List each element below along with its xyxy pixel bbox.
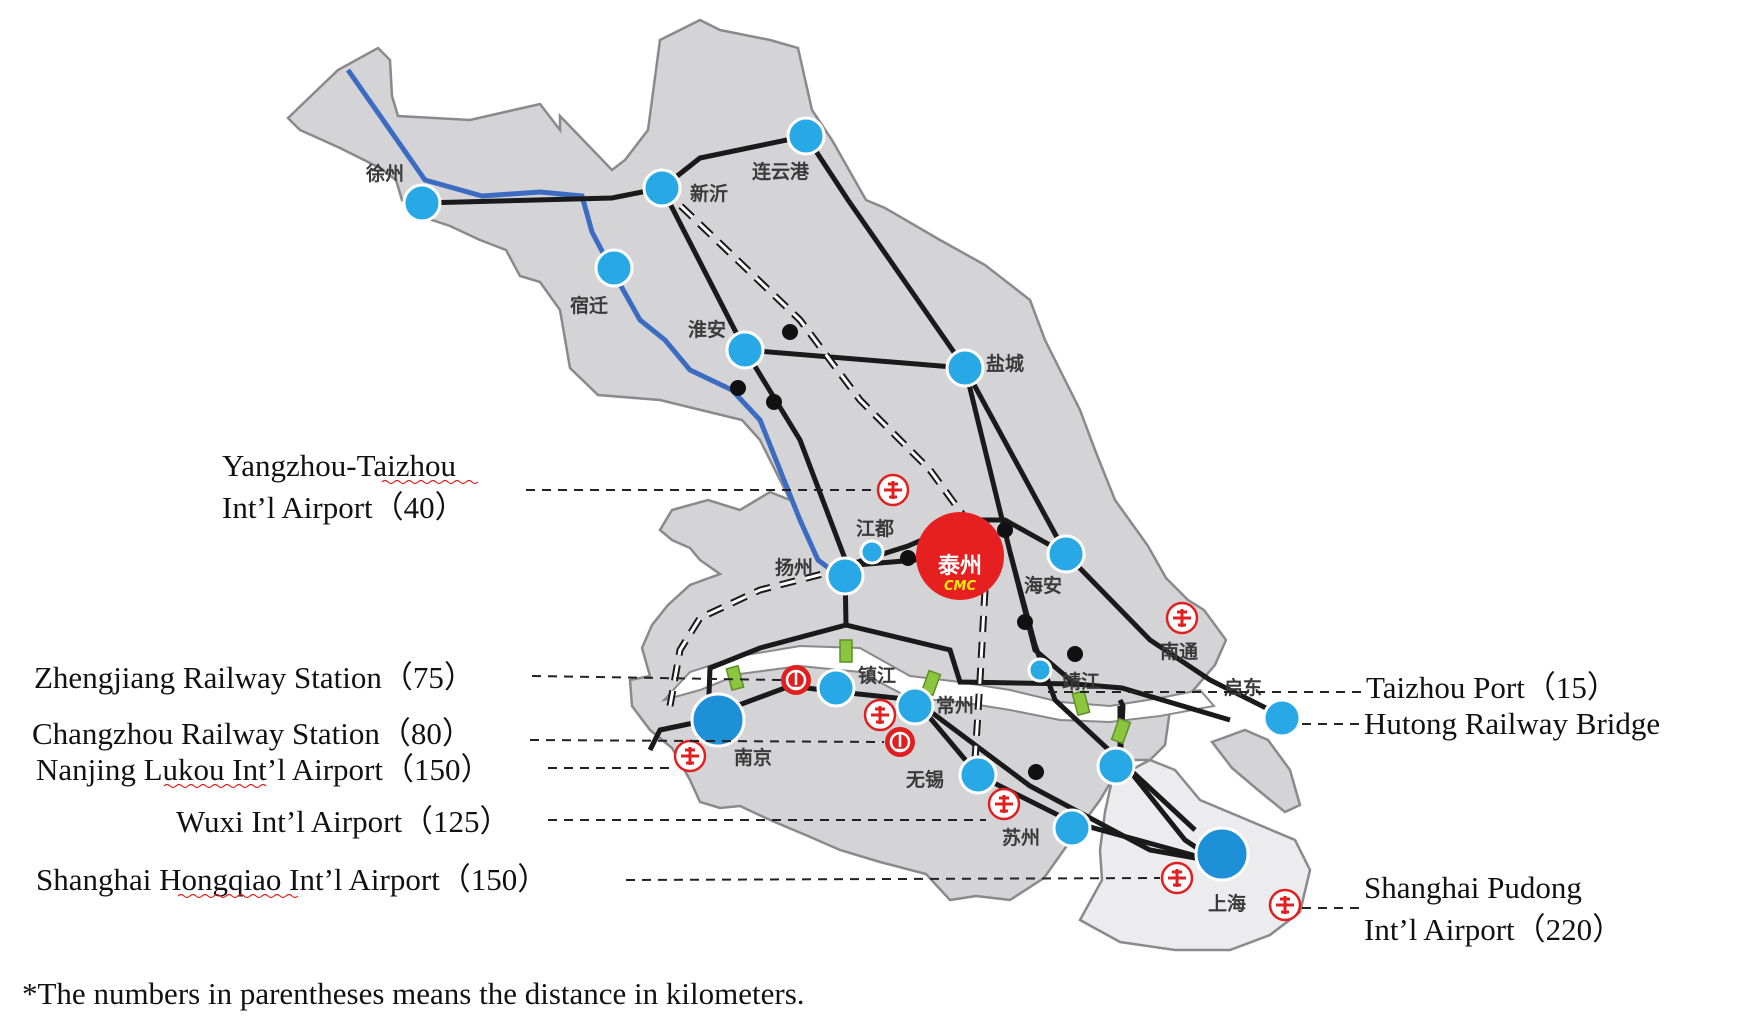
city-label-zhenjiang: 镇江 <box>858 664 896 687</box>
airport-nantong-icon <box>1165 601 1199 635</box>
airport-wuxi-icon <box>987 787 1021 821</box>
stations <box>402 116 1302 882</box>
city-label-jingjiang: 靖江 <box>1062 670 1100 693</box>
airport-changzhou-icon <box>863 698 897 732</box>
station-wuxi <box>958 755 998 795</box>
city-label-shanghai: 上海 <box>1208 892 1246 915</box>
taizhou-cmc-marker: 泰州 CMC <box>916 512 1004 600</box>
station-yangzhou <box>825 556 865 596</box>
callout-hutong-bridge: Hutong Railway Bridge <box>1364 706 1660 741</box>
station-suzhou <box>1052 808 1092 848</box>
city-label-yangzhou: 扬州 <box>775 556 813 579</box>
rail-station-changzhou-icon <box>883 725 917 759</box>
chongming-island <box>1209 728 1302 814</box>
callout-yangzhou-taizhou-airport-1: Yangzhou-Taizhou <box>222 448 456 483</box>
junction-nodes <box>730 324 1083 780</box>
station-xuzhou <box>402 183 442 223</box>
city-label-lianyungang: 连云港 <box>752 160 810 183</box>
station-zhenjiang <box>816 668 856 708</box>
callout-taizhou-port: Taizhou Port（15） <box>1366 670 1618 705</box>
blue-rail-line <box>345 68 840 577</box>
city-label-huaian: 淮安 <box>688 318 726 341</box>
spellcheck-underline <box>381 479 479 485</box>
city-label-suqian: 宿迁 <box>570 294 608 317</box>
station-yancheng <box>945 348 985 388</box>
station-xinyi <box>642 168 682 208</box>
callout-yangzhou-taizhou-airport-2: Int’l Airport（40） <box>222 490 466 525</box>
city-label-jiangdu: 江都 <box>856 518 894 540</box>
city-label-suzhou: 苏州 <box>1002 826 1040 849</box>
callout-hongqiao-airport: Shanghai Hongqiao Int’l Airport（150） <box>36 862 548 897</box>
rail-station-zhenjiang-icon <box>779 663 813 697</box>
city-label-nanjing: 南京 <box>734 746 772 769</box>
callout-wuxi-airport: Wuxi Int’l Airport（125） <box>176 804 511 839</box>
footnote: *The numbers in parentheses means the di… <box>22 976 805 1011</box>
station-huaian <box>725 330 765 370</box>
station-changzhou <box>895 686 935 726</box>
station-jiangdu <box>859 539 885 565</box>
callout-pudong-airport-2: Int’l Airport（220） <box>1364 912 1623 947</box>
city-label-wuxi: 无锡 <box>906 768 944 791</box>
callout-changzhou-station: Changzhou Railway Station（80） <box>32 716 473 751</box>
bridges <box>725 639 1132 745</box>
cmc-tag: CMC <box>944 579 976 594</box>
callout-nanjing-airport: Nanjing Lukou Int’l Airport（150） <box>36 752 491 787</box>
airport-hongqiao-icon <box>1160 861 1194 895</box>
city-label-nantong: 南通 <box>1160 641 1199 663</box>
station-shanghai <box>1194 826 1250 882</box>
station-nantong <box>1096 746 1136 786</box>
city-label-xinyi: 新沂 <box>690 182 728 205</box>
callout-zhenjiang-station: Zhengjiang Railway Station（75） <box>34 660 475 695</box>
city-label-yancheng: 盐城 <box>986 352 1024 375</box>
spellcheck-underline <box>163 783 267 789</box>
station-suqian <box>594 248 634 288</box>
jiangsu-land <box>286 18 1228 902</box>
station-nanjing <box>690 692 746 748</box>
city-label-changzhou: 常州 <box>936 694 974 717</box>
spellcheck-underline <box>177 893 299 899</box>
city-label-qidong: 启东 <box>1224 676 1262 699</box>
airport-pudong-icon <box>1268 888 1302 922</box>
taizhou-label: 泰州 <box>937 554 982 579</box>
dashed-lines <box>659 185 993 761</box>
station-qidong <box>1262 698 1302 738</box>
airport-nanjing-icon <box>673 739 707 773</box>
city-label-xuzhou: 徐州 <box>365 162 404 185</box>
station-haian <box>1046 534 1086 574</box>
city-label-haian: 海安 <box>1024 574 1062 597</box>
airport-yangzhou-taizhou-icon <box>876 473 910 507</box>
station-jingjiang <box>1027 657 1053 683</box>
leader-lines <box>526 489 1364 909</box>
station-lianyungang <box>786 116 826 156</box>
callout-pudong-airport-1: Shanghai Pudong <box>1364 870 1582 905</box>
